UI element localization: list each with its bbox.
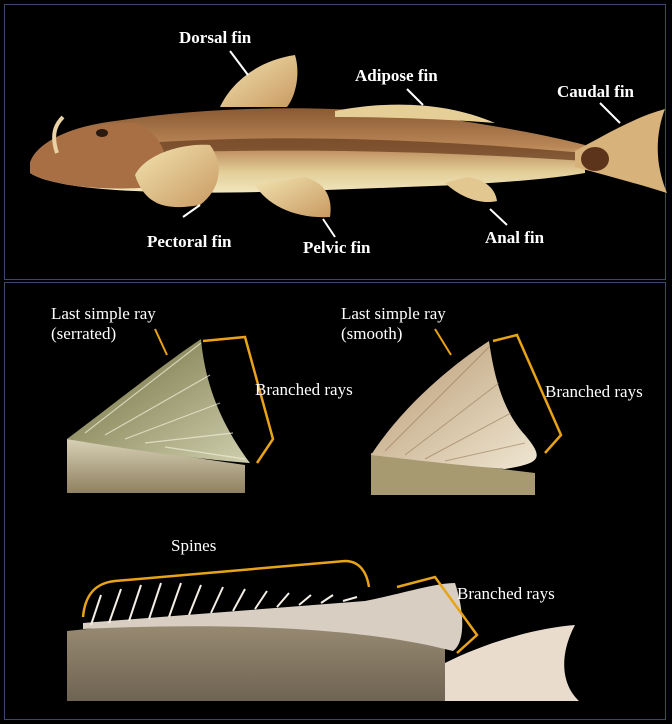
smooth-label-line2: (smooth)	[341, 324, 402, 343]
fin-ray-illustrations: Last simple ray (serrated) Branched rays…	[5, 283, 667, 721]
fin-ray-types-panel: Last simple ray (serrated) Branched rays…	[4, 282, 666, 720]
pelvic-fin-label: Pelvic fin	[303, 238, 371, 257]
serrated-pointer	[155, 329, 167, 355]
adipose-fin-label: Adipose fin	[355, 66, 438, 85]
smooth-fin-rays	[371, 341, 537, 469]
spiny-branched-label: Branched rays	[457, 584, 555, 603]
serrated-fin-example: Last simple ray (serrated) Branched rays	[51, 304, 353, 493]
dorsal-fin-shape	[220, 55, 297, 107]
serrated-branched-label: Branched rays	[255, 380, 353, 399]
pelvic-pointer	[323, 219, 335, 237]
dorsal-fin-label: Dorsal fin	[179, 28, 252, 47]
fish-anatomy-panel: Dorsal fin Adipose fin Caudal fin Pector…	[4, 4, 666, 280]
caudal-fin-label: Caudal fin	[557, 82, 635, 101]
caudal-pointer	[600, 103, 620, 123]
anal-fin-label: Anal fin	[485, 228, 545, 247]
spiny-fin-example: Spines Branched rays	[67, 536, 579, 701]
serrated-label-line1: Last simple ray	[51, 304, 156, 323]
fish-illustration: Dorsal fin Adipose fin Caudal fin Pector…	[5, 5, 667, 281]
smooth-label-line1: Last simple ray	[341, 304, 446, 323]
smooth-branched-label: Branched rays	[545, 382, 643, 401]
smooth-pointer	[435, 329, 451, 355]
pectoral-fin-label: Pectoral fin	[147, 232, 232, 251]
adipose-pointer	[407, 89, 423, 105]
smooth-fin-example: Last simple ray (smooth) Branched rays	[341, 304, 643, 495]
spiny-caudal-fin	[445, 625, 579, 701]
spines-label: Spines	[171, 536, 216, 555]
caudal-spot	[581, 147, 609, 171]
serrated-label-line2: (serrated)	[51, 324, 116, 343]
fish-eye	[96, 129, 108, 137]
anal-pointer	[490, 209, 507, 225]
dorsal-pointer	[230, 51, 248, 75]
